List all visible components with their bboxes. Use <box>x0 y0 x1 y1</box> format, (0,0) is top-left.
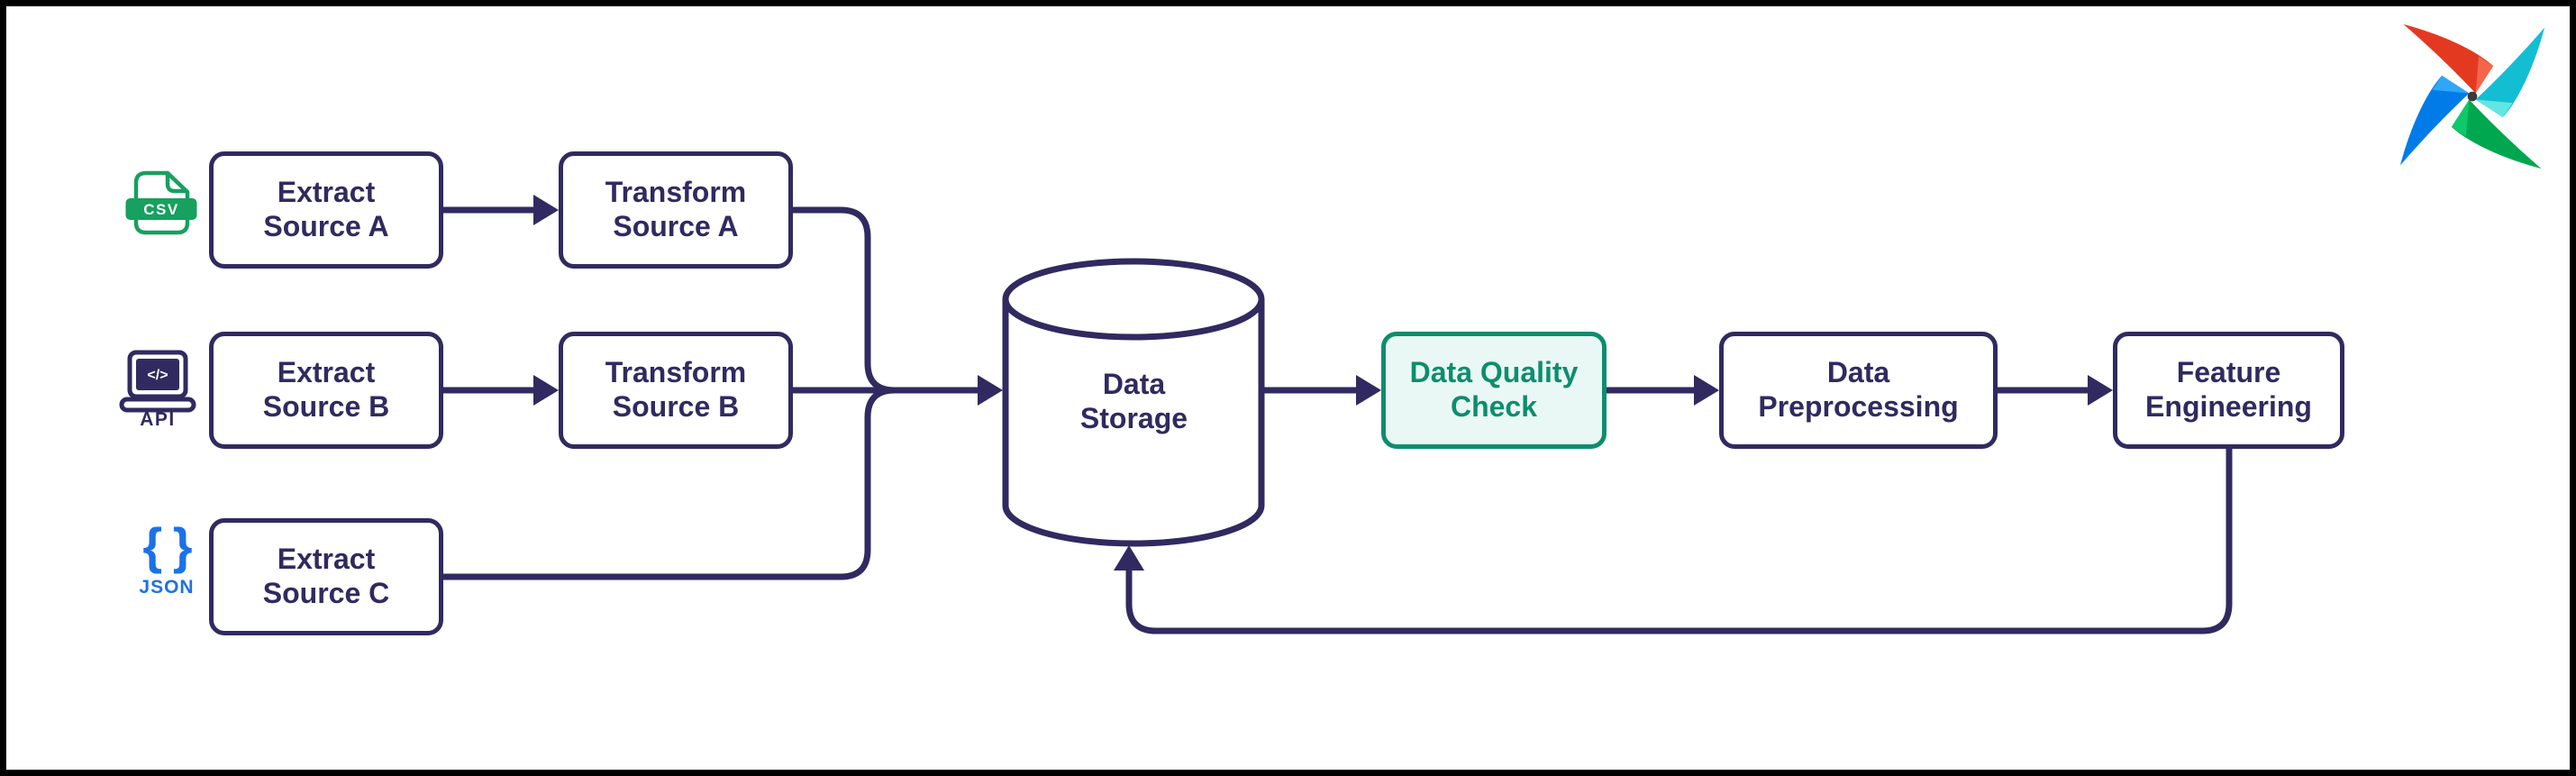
node-label-line1: Data Quality <box>1409 356 1579 389</box>
node-label-line1: Extract <box>277 543 376 576</box>
airflow-logo <box>2399 23 2545 169</box>
csv-icon-label: CSV <box>143 201 178 218</box>
api-icon-label: API <box>140 409 176 427</box>
node-extract-source-c: Extract Source C <box>209 518 443 635</box>
node-label-line1: Transform <box>605 356 747 389</box>
node-feature-engineering: Feature Engineering <box>2113 332 2344 449</box>
node-label-line2: Source C <box>262 577 390 609</box>
airflow-logo-blade-teal <box>2475 27 2545 118</box>
airflow-logo-blade-green <box>2451 99 2542 169</box>
node-label-line1: Data <box>1102 368 1166 400</box>
node-data-quality-check: Data Quality Check <box>1381 332 1607 449</box>
node-label-line2: Engineering <box>2145 390 2312 423</box>
api-laptop-icon: </> API <box>119 350 196 427</box>
node-label-line1: Data <box>1826 356 1890 389</box>
node-label-line1: Extract <box>277 176 376 209</box>
node-label-line1: Transform <box>605 176 747 209</box>
node-extract-source-b: Extract Source B <box>209 332 443 449</box>
node-label-line2: Preprocessing <box>1758 390 1959 423</box>
node-transform-source-a: Transform Source A <box>559 151 793 269</box>
node-extract-source-a: Extract Source A <box>209 151 443 269</box>
json-icon-braces-glyph: { } <box>142 517 192 574</box>
node-label-line2: Check <box>1450 390 1538 423</box>
airflow-logo-blade-blue <box>2399 75 2470 166</box>
node-label-line2: Source B <box>262 390 390 423</box>
arrowheads <box>533 195 2113 571</box>
node-label-line1: Feature <box>2176 356 2281 389</box>
csv-file-icon: CSV <box>125 170 197 235</box>
json-icon-label: JSON <box>139 577 195 598</box>
data-storage-cylinder <box>1002 258 1265 547</box>
node-label-line2: Source A <box>263 210 389 242</box>
connector-transform-a-merge <box>793 206 896 394</box>
airflow-logo-center-dot <box>2467 91 2478 102</box>
feedback-arrow-feature-engineering-to-data-storage <box>1125 449 2233 634</box>
node-transform-source-b: Transform Source B <box>559 332 793 449</box>
node-label-line2: Source B <box>612 390 740 423</box>
node-label-line1: Extract <box>277 356 376 389</box>
airflow-logo-blade-red <box>2403 23 2494 94</box>
node-label-line2: Source A <box>613 210 739 242</box>
api-icon-code-glyph: </> <box>147 368 168 383</box>
json-braces-icon: { } JSON <box>124 521 209 598</box>
node-label-line2: Storage <box>1079 401 1188 434</box>
node-data-preprocessing: Data Preprocessing <box>1719 332 1998 449</box>
node-data-storage-label: Data Storage <box>1003 368 1265 436</box>
